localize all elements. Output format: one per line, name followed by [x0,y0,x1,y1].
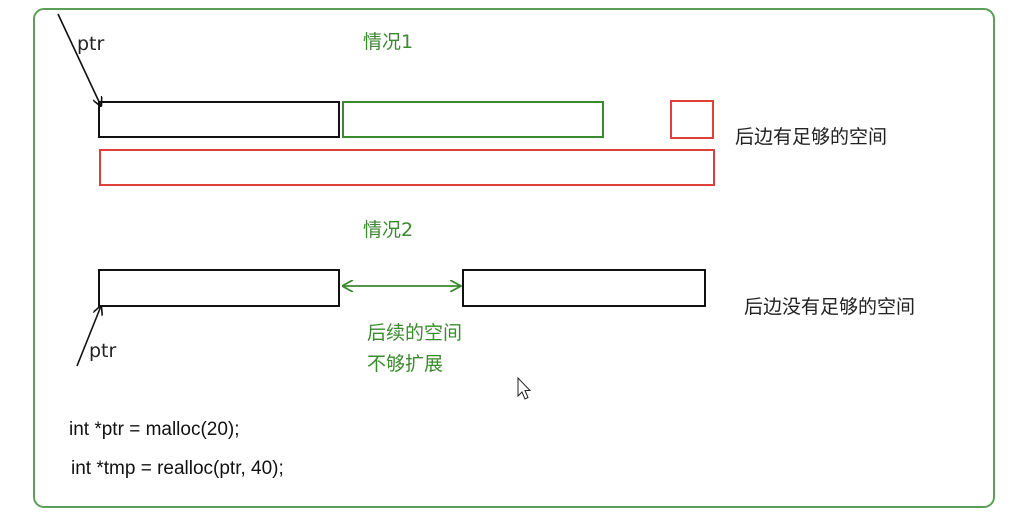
case1-allocated-block [98,101,340,138]
case1-ptr-label: ptr [77,33,105,55]
case1-small-red-block [670,100,714,139]
mouse-pointer-icon [517,376,532,400]
case1-extension-block [342,101,604,138]
case1-side-note: 后边有足够的空间 [735,126,888,148]
outer-frame [33,8,995,508]
case2-allocated-block [98,269,340,307]
case2-gap-note-line2: 不够扩展 [367,353,444,375]
code-line-realloc: int *tmp = realloc(ptr, 40); [71,458,284,479]
case2-side-note: 后边没有足够的空间 [744,296,916,318]
case1-free-space-bar [99,149,715,186]
case2-ptr-label: ptr [89,340,117,362]
case1-ptr-arrow [57,13,101,106]
case2-occupied-block [462,269,706,307]
case2-ptr-arrow [76,306,101,367]
code-line-malloc: int *ptr = malloc(20); [69,419,240,440]
case2-gap-note-line1: 后续的空间 [367,322,463,344]
case1-title: 情况1 [363,31,414,53]
case2-title: 情况2 [363,219,414,241]
